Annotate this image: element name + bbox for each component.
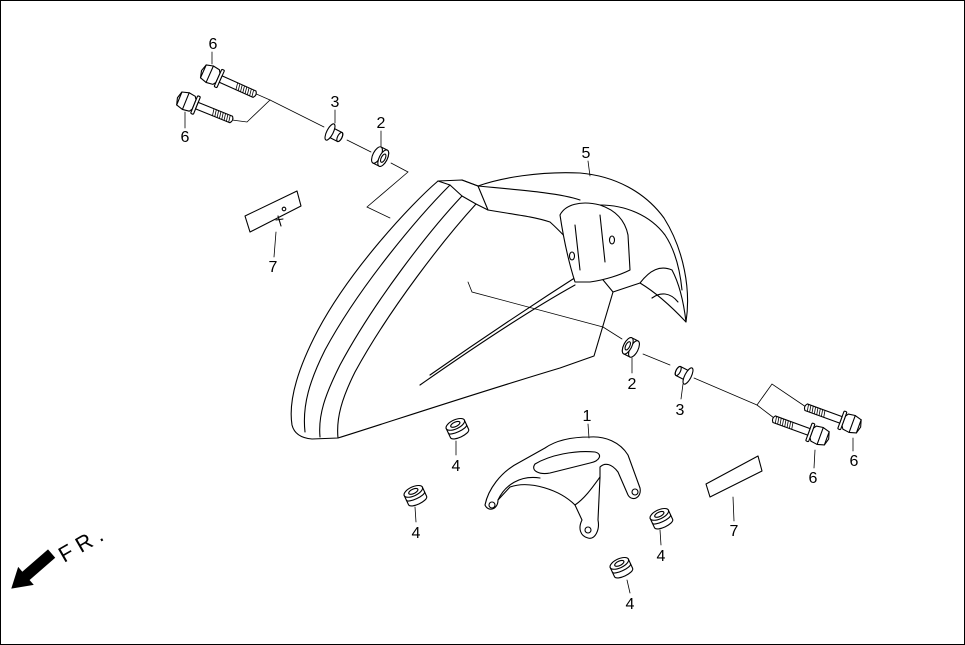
flange-bolt-lower-left xyxy=(173,88,237,130)
front-direction-indicator: FR. xyxy=(11,519,113,589)
grommet-a xyxy=(443,415,471,442)
alignment-lines-left xyxy=(231,92,409,219)
callout-label-right: 7 xyxy=(730,523,739,540)
callout-collar-left: 3 xyxy=(331,94,340,111)
collar-right xyxy=(671,361,696,387)
alignment-lines-right xyxy=(602,326,807,419)
grommet-d xyxy=(607,554,635,581)
callout-washer-left: 2 xyxy=(377,115,386,132)
callout-washer-right: 2 xyxy=(628,376,637,393)
fender-brace xyxy=(484,436,641,539)
callout-grommet-b: 4 xyxy=(412,525,421,542)
callout-bolt-upper-left: 6 xyxy=(209,36,218,53)
grommet-b xyxy=(401,482,429,509)
callout-grommet-d: 4 xyxy=(626,596,635,613)
callout-grommet-a: 4 xyxy=(452,458,461,475)
front-fender xyxy=(290,172,689,440)
rubber-washer-right xyxy=(619,335,643,360)
callout-bolt-lower-right: 6 xyxy=(809,470,818,487)
callout-bolt-upper-right: 6 xyxy=(850,453,859,470)
flange-bolt-upper-left xyxy=(197,61,261,104)
callout-label-left: 7 xyxy=(269,259,278,276)
warning-label-right xyxy=(705,455,763,498)
callout-bolt-lower-left: 6 xyxy=(181,129,190,146)
rubber-washer-left xyxy=(368,144,392,169)
grommet-c xyxy=(647,505,675,532)
callout-fender: 5 xyxy=(582,145,591,162)
callout-collar-right: 3 xyxy=(676,402,685,419)
warning-label-left xyxy=(244,190,302,233)
callout-numbers: 6 6 3 2 5 7 2 3 1 4 6 6 4 7 4 4 xyxy=(181,36,859,613)
arrow-down-left-icon xyxy=(11,549,56,589)
callout-grommet-c: 4 xyxy=(657,548,666,565)
callout-leaders xyxy=(184,51,854,594)
front-direction-label: FR. xyxy=(54,519,113,567)
collar-left xyxy=(322,121,347,147)
callout-brace: 1 xyxy=(583,408,592,425)
